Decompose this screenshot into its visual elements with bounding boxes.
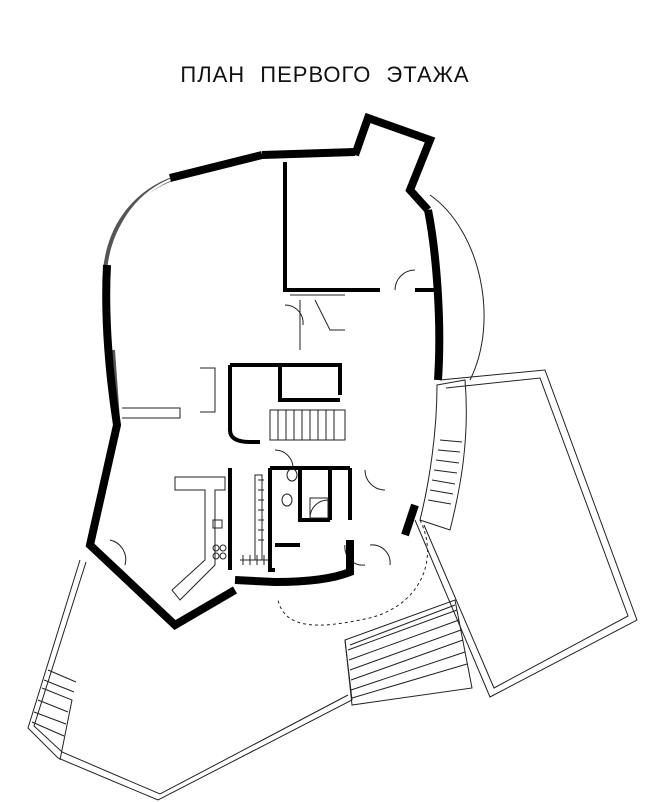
stairs-left xyxy=(31,669,77,761)
door xyxy=(274,449,294,469)
stove xyxy=(212,544,227,560)
stairs-lower xyxy=(344,599,473,706)
wall-bath xyxy=(228,466,352,572)
shower xyxy=(309,497,329,519)
toilet xyxy=(286,468,298,482)
wall-top xyxy=(169,148,356,182)
toilet xyxy=(281,493,293,507)
wall-stair-core xyxy=(228,363,342,444)
kitchen-counter xyxy=(171,476,226,601)
wall-protrusion xyxy=(351,112,436,213)
plan-title: ПЛАН ПЕРВОГО ЭТАЖА xyxy=(180,62,470,87)
wall-right xyxy=(424,209,444,381)
door xyxy=(364,469,386,491)
interior-stairs xyxy=(269,294,346,441)
door xyxy=(394,269,416,291)
stairs-right xyxy=(419,379,467,531)
wardrobe xyxy=(240,555,268,565)
wall-inner-room xyxy=(283,162,435,292)
canopy-right xyxy=(429,194,485,381)
door xyxy=(284,304,304,326)
wardrobe xyxy=(254,474,264,561)
door xyxy=(109,539,127,566)
terrace-right xyxy=(414,369,638,698)
canopy-outline xyxy=(277,519,428,626)
wall-left xyxy=(85,264,238,630)
wall-right-lower xyxy=(401,503,419,537)
terrace-left xyxy=(27,559,353,801)
wall-south xyxy=(234,540,354,587)
sink xyxy=(212,519,223,529)
